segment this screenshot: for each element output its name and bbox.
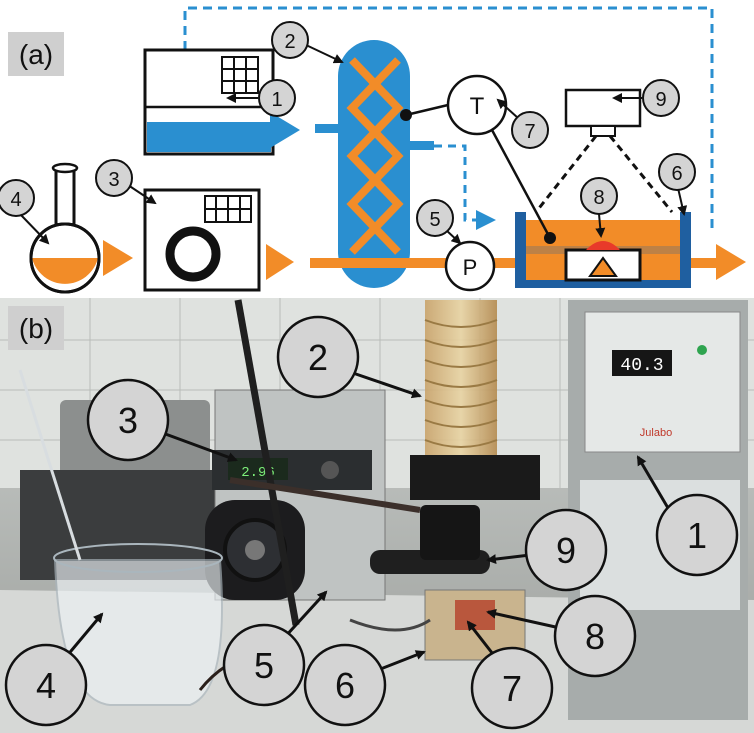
callout-b-4: 4 [4, 612, 104, 727]
callout-a-4: 4 [0, 179, 50, 245]
panel-b-photo: 2.96 40.3 Julabo [0, 298, 754, 733]
callout-b-5: 5 [222, 590, 328, 707]
pump-unit: 2.96 [205, 389, 386, 601]
coil-condenser [410, 300, 540, 500]
svg-text:8: 8 [585, 616, 605, 657]
flow-arrow-2 [266, 244, 294, 280]
chiller-bath [143, 48, 275, 156]
t-to-tank-line [490, 129, 552, 239]
svg-text:6: 6 [671, 163, 682, 185]
t-probe-line [405, 103, 449, 117]
svg-text:7: 7 [502, 668, 522, 709]
svg-text:7: 7 [524, 121, 535, 143]
pressure-sensor-label: P [463, 255, 478, 280]
chiller-keypad-icon [221, 56, 259, 94]
svg-text:9: 9 [655, 89, 666, 111]
callout-b-9: 9 [486, 508, 608, 592]
chiller-brand: Julabo [640, 427, 672, 439]
test-tank [515, 212, 691, 288]
sample-heater [455, 600, 495, 630]
svg-text:4: 4 [36, 665, 56, 706]
cable-2 [349, 618, 431, 632]
callout-a-8: 8 [580, 177, 618, 238]
jacket-inlet-stub [315, 124, 341, 133]
temperature-sensor-label: T [470, 93, 485, 120]
svg-text:2: 2 [284, 31, 295, 53]
camera [534, 88, 674, 213]
ring-stand-rod [234, 299, 300, 626]
hot-spot [586, 241, 620, 250]
panel-b-label-box [8, 306, 64, 350]
svg-text:1: 1 [271, 89, 282, 111]
panel-a-label-box [8, 32, 64, 76]
svg-text:3: 3 [108, 169, 119, 191]
svg-text:1: 1 [687, 515, 707, 556]
camera-head [420, 505, 480, 560]
glass-beaker [18, 369, 223, 706]
svg-text:6: 6 [335, 665, 355, 706]
flow-arrow-out [716, 244, 746, 280]
pressure-sensor [444, 240, 496, 292]
jacket-outlet-stub [408, 141, 434, 150]
callout-a-7: 7 [496, 98, 549, 149]
callout-b-1: 1 [636, 455, 739, 577]
panel-a-label: (a) [19, 39, 53, 70]
pump-keypad-icon [204, 195, 252, 223]
coolant-inflow-arrow [270, 112, 300, 148]
return-line-dashed [179, 6, 714, 228]
callout-a-2: 2 [271, 21, 344, 64]
chiller-display: 40.3 [620, 356, 663, 376]
callout-a-5: 5 [416, 199, 462, 245]
svg-text:3: 3 [118, 400, 138, 441]
svg-text:5: 5 [254, 645, 274, 686]
callout-b-3: 3 [86, 378, 238, 462]
svg-text:2: 2 [308, 337, 328, 378]
callout-b-7: 7 [466, 620, 554, 730]
flow-arrow-1 [103, 240, 133, 276]
panel-b-label: (b) [19, 313, 53, 344]
panel-a-schematic: (a) [0, 0, 754, 298]
heat-exchanger-column [338, 40, 410, 288]
callout-b-2: 2 [276, 315, 422, 399]
svg-text:4: 4 [10, 189, 21, 211]
callout-a-6: 6 [658, 153, 696, 216]
svg-text:5: 5 [429, 209, 440, 231]
callout-b-6: 6 [303, 643, 426, 727]
t-probe-tip [400, 109, 412, 121]
stand-clamp [229, 477, 421, 513]
svg-text:8: 8 [593, 187, 604, 209]
callout-a-9: 9 [612, 79, 680, 117]
peristaltic-pump [143, 188, 261, 292]
callout-b-8: 8 [486, 594, 637, 678]
jacket-outlet-arrow [476, 210, 496, 230]
svg-text:9: 9 [556, 530, 576, 571]
callout-a-1: 1 [226, 79, 296, 117]
callout-a-3: 3 [95, 159, 157, 205]
